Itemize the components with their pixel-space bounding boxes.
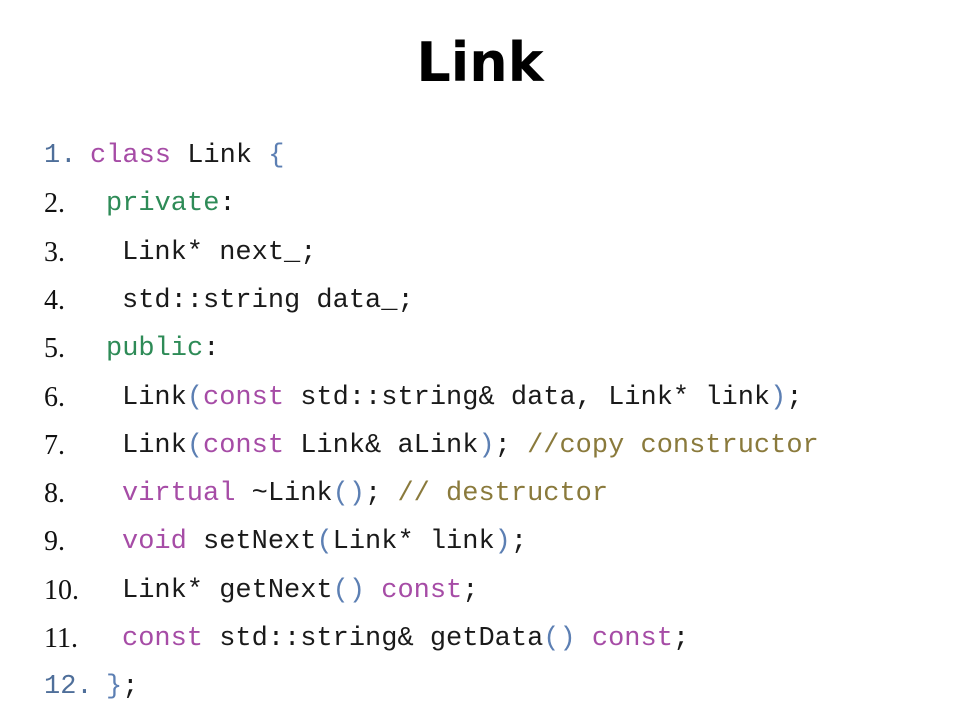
code-line-4: 4. std::string data_; bbox=[0, 277, 960, 325]
code-line-11: 11. const std::string& getData() const; bbox=[0, 615, 960, 663]
code-line-12: 12.}; bbox=[0, 663, 960, 711]
code-text: public: bbox=[106, 325, 219, 373]
line-number: 9. bbox=[44, 526, 65, 558]
code-line-8: 8. virtual ~Link(); // destructor bbox=[0, 470, 960, 518]
code-token: ; bbox=[786, 382, 803, 413]
code-token: const bbox=[203, 382, 301, 413]
code-token: const bbox=[122, 624, 220, 654]
code-line-7: 7. Link(const Link& aLink); //copy constr… bbox=[0, 422, 960, 470]
code-token: public bbox=[106, 334, 204, 365]
code-token: //copy constructor bbox=[527, 430, 819, 461]
code-token: Link* link bbox=[332, 527, 495, 558]
code-token: ( bbox=[186, 430, 204, 461]
code-token: : bbox=[203, 334, 220, 365]
code-text: virtual ~Link(); // destructor bbox=[122, 470, 608, 518]
code-token: setNext bbox=[203, 527, 317, 558]
line-number: 5. bbox=[44, 333, 65, 365]
code-token: ) bbox=[770, 382, 787, 413]
code-token: class bbox=[90, 141, 188, 171]
line-number: 3. bbox=[44, 236, 65, 268]
code-token: ; bbox=[494, 430, 528, 461]
line-number: 8. bbox=[44, 478, 65, 510]
code-token: ; bbox=[672, 624, 690, 654]
line-number: 10. bbox=[44, 574, 79, 606]
code-token: } bbox=[106, 672, 123, 703]
code-text: std::string data_; bbox=[122, 277, 414, 325]
code-token: () bbox=[543, 624, 592, 654]
code-token: Link* next_; bbox=[122, 237, 317, 268]
code-token: ) bbox=[478, 430, 495, 461]
code-token: () bbox=[332, 575, 382, 606]
code-text: Link* getNext() const; bbox=[122, 567, 478, 615]
code-token: std::string data_; bbox=[122, 285, 414, 316]
code-token: ; bbox=[122, 672, 139, 703]
code-token: void bbox=[122, 527, 204, 558]
code-token: Link bbox=[122, 430, 187, 461]
code-token: ( bbox=[316, 527, 333, 558]
code-text: Link(const Link& aLink); //copy construc… bbox=[122, 422, 819, 470]
code-token: ~Link bbox=[251, 479, 333, 510]
code-text: }; bbox=[106, 663, 138, 711]
code-text: Link(const std::string& data, Link* link… bbox=[122, 374, 803, 422]
code-token: ( bbox=[186, 382, 204, 413]
code-line-6: 6. Link(const std::string& data, Link* li… bbox=[0, 374, 960, 422]
code-text: void setNext(Link* link); bbox=[122, 518, 527, 566]
code-text: Link* next_; bbox=[122, 229, 316, 277]
code-token: std::string& data, Link* link bbox=[300, 382, 771, 413]
code-text: private: bbox=[106, 180, 236, 228]
code-token: virtual bbox=[122, 479, 252, 510]
line-number: 12. bbox=[44, 672, 93, 703]
code-token: : bbox=[219, 189, 236, 220]
code-token: ; bbox=[365, 479, 398, 510]
code-token: Link& aLink bbox=[300, 430, 479, 461]
line-number: 2. bbox=[44, 188, 65, 220]
code-line-10: 10. Link* getNext() const; bbox=[0, 567, 960, 615]
code-line-9: 9. void setNext(Link* link); bbox=[0, 518, 960, 566]
code-token: std::string& getData bbox=[219, 624, 544, 654]
code-token: const bbox=[591, 624, 673, 654]
code-token: const bbox=[381, 575, 463, 606]
code-token: () bbox=[332, 479, 366, 510]
code-token: Link bbox=[122, 382, 187, 413]
code-token: Link* getNext bbox=[122, 575, 333, 606]
code-token: { bbox=[268, 141, 285, 171]
line-number: 6. bbox=[44, 381, 65, 413]
line-number: 7. bbox=[44, 429, 65, 461]
code-token: Link bbox=[187, 141, 269, 171]
code-token: private bbox=[106, 189, 220, 220]
code-text: class Link { bbox=[90, 132, 284, 180]
code-token: // destructor bbox=[397, 479, 609, 510]
code-line-1: 1. class Link { bbox=[0, 132, 960, 180]
code-line-3: 3. Link* next_; bbox=[0, 229, 960, 277]
code-token: ; bbox=[510, 527, 528, 558]
code-token: ; bbox=[462, 575, 479, 606]
code-line-5: 5. public: bbox=[0, 325, 960, 373]
line-number: 4. bbox=[44, 284, 65, 316]
code-line-2: 2. private: bbox=[0, 180, 960, 228]
code-text: const std::string& getData() const; bbox=[122, 615, 689, 663]
line-number: 1. bbox=[44, 141, 77, 171]
line-number: 11. bbox=[44, 623, 78, 654]
code-token: ) bbox=[494, 527, 511, 558]
code-token: const bbox=[203, 430, 301, 461]
slide-title: Link bbox=[416, 31, 544, 94]
